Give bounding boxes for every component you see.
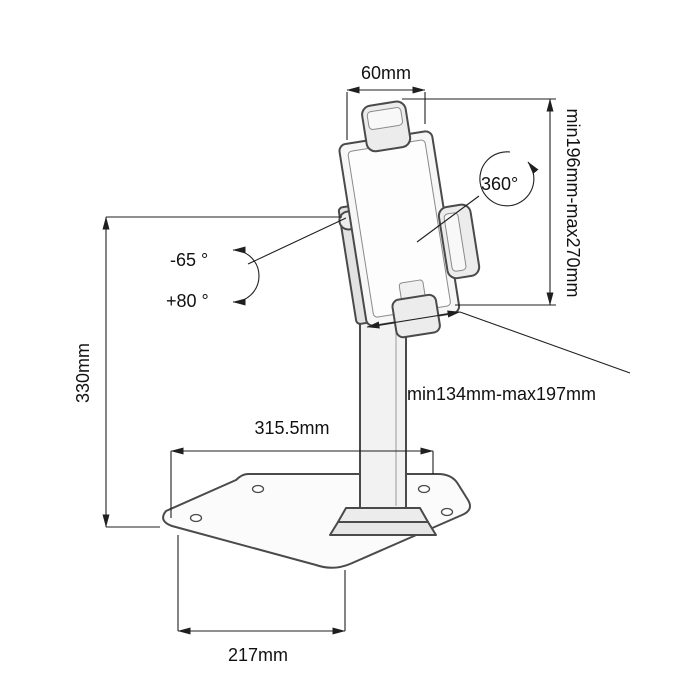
screw-hole bbox=[440, 507, 454, 517]
screw-hole bbox=[417, 484, 431, 494]
label-height-range: min196mm-max270mm bbox=[563, 108, 583, 297]
tablet-holder bbox=[337, 100, 481, 339]
dimension-labels: 60mm min196mm-max270mm 360° -65 ° +80 ° … bbox=[73, 63, 596, 665]
column-body bbox=[359, 311, 407, 509]
column-foot-upper bbox=[337, 507, 429, 523]
stand-illustration bbox=[162, 100, 481, 569]
dim-top-width bbox=[346, 86, 426, 140]
leader-line bbox=[247, 217, 347, 265]
top-clamp-inner bbox=[366, 107, 404, 130]
dimension-line bbox=[366, 310, 461, 329]
tilt-annotation bbox=[232, 217, 347, 306]
label-top-width: 60mm bbox=[361, 63, 411, 83]
dim-base-width bbox=[177, 535, 346, 635]
dim-height-range bbox=[402, 98, 556, 306]
label-base-width: 217mm bbox=[228, 645, 288, 665]
side-clamp-inner bbox=[443, 212, 467, 272]
dimensions bbox=[102, 86, 631, 635]
dim-reach bbox=[170, 447, 434, 518]
label-tilt-up: +80 ° bbox=[166, 291, 209, 311]
column-foot-lower bbox=[329, 521, 437, 536]
tilt-arrow-arc bbox=[232, 246, 260, 306]
label-reach: 315.5mm bbox=[254, 418, 329, 438]
label-width-range: min134mm-max197mm bbox=[407, 384, 596, 404]
label-rotation: 360° bbox=[481, 174, 518, 194]
dim-total-height bbox=[102, 216, 342, 528]
leader-line bbox=[416, 195, 480, 243]
stand-column bbox=[329, 311, 437, 536]
dim-width-range bbox=[366, 310, 631, 374]
rotation-annotation bbox=[416, 151, 539, 243]
leader-line bbox=[459, 311, 631, 374]
screw-hole bbox=[189, 513, 203, 523]
screw-holes bbox=[189, 484, 454, 523]
screw-hole bbox=[251, 484, 265, 494]
rotation-arrow-arc bbox=[479, 151, 539, 207]
label-total-height: 330mm bbox=[73, 343, 93, 403]
label-tilt-down: -65 ° bbox=[170, 250, 208, 270]
